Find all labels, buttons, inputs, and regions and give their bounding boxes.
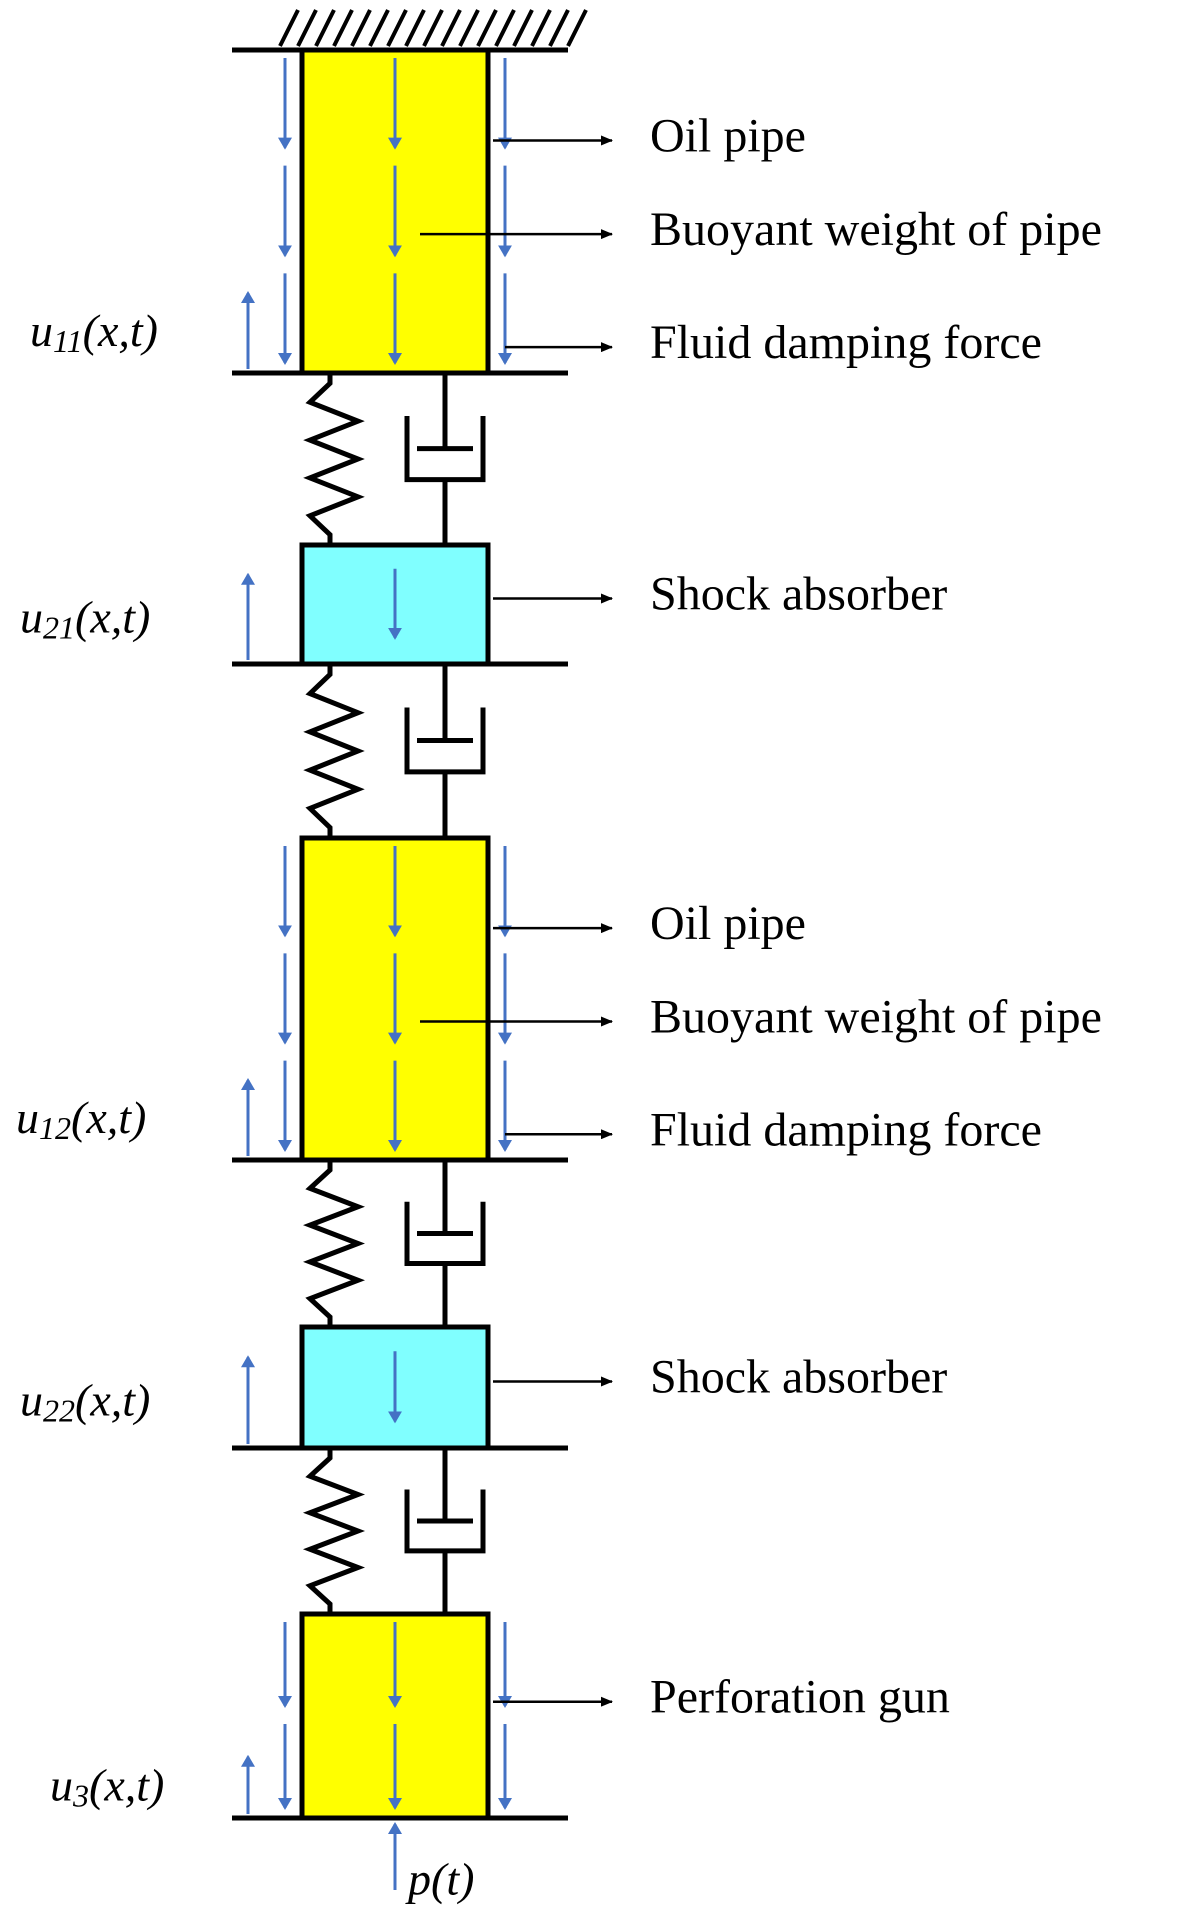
ceiling-hatch [368, 9, 390, 47]
ceiling-hatch [314, 9, 336, 47]
ceiling-hatch [440, 9, 462, 47]
spring-4 [302, 1448, 366, 1614]
ceiling-hatch [566, 9, 588, 47]
ceiling-hatch [350, 9, 372, 47]
pipe2-label-0: Oil pipe [650, 897, 806, 950]
spring-1 [303, 373, 365, 545]
ceiling-hatch [296, 9, 318, 47]
absorber2-displacement-label: u22(x,t) [20, 1374, 150, 1429]
ceiling-hatch [404, 9, 426, 47]
pipe1-label-2: Fluid damping force [650, 316, 1042, 369]
absorber2-label-0: Shock absorber [650, 1350, 947, 1403]
leader-lines-group [420, 135, 613, 1707]
spring-2 [303, 664, 365, 838]
pipe1-displacement-label: u11(x,t) [30, 305, 158, 360]
ceiling-hatch [422, 9, 444, 47]
absorber1-label-0: Shock absorber [650, 568, 947, 621]
spring-3 [303, 1160, 365, 1327]
force-arrows-group [241, 58, 512, 1890]
pipe2-label-1: Buoyant weight of pipe [650, 991, 1102, 1044]
gun-displacement-label: u3(x,t) [50, 1759, 164, 1814]
ceiling-hatch [548, 9, 570, 47]
pipe2-displacement-label: u12(x,t) [16, 1092, 146, 1147]
ceiling-hatch [386, 9, 408, 47]
excitation-label: p(t) [405, 1854, 474, 1905]
ceiling-hatch [278, 9, 300, 47]
absorber1-displacement-label: u21(x,t) [20, 591, 150, 646]
ceiling-hatch [494, 9, 516, 47]
ceiling-hatch [512, 9, 534, 47]
pipe1-label-1: Buoyant weight of pipe [650, 203, 1102, 256]
ceiling-hatch [530, 9, 552, 47]
ceiling-hatch [458, 9, 480, 47]
ceiling-hatch [332, 9, 354, 47]
pipe1-label-0: Oil pipe [650, 109, 806, 162]
gun-label-0: Perforation gun [650, 1671, 950, 1724]
pipe2-label-2: Fluid damping force [650, 1103, 1042, 1156]
ceiling-hatch [476, 9, 498, 47]
